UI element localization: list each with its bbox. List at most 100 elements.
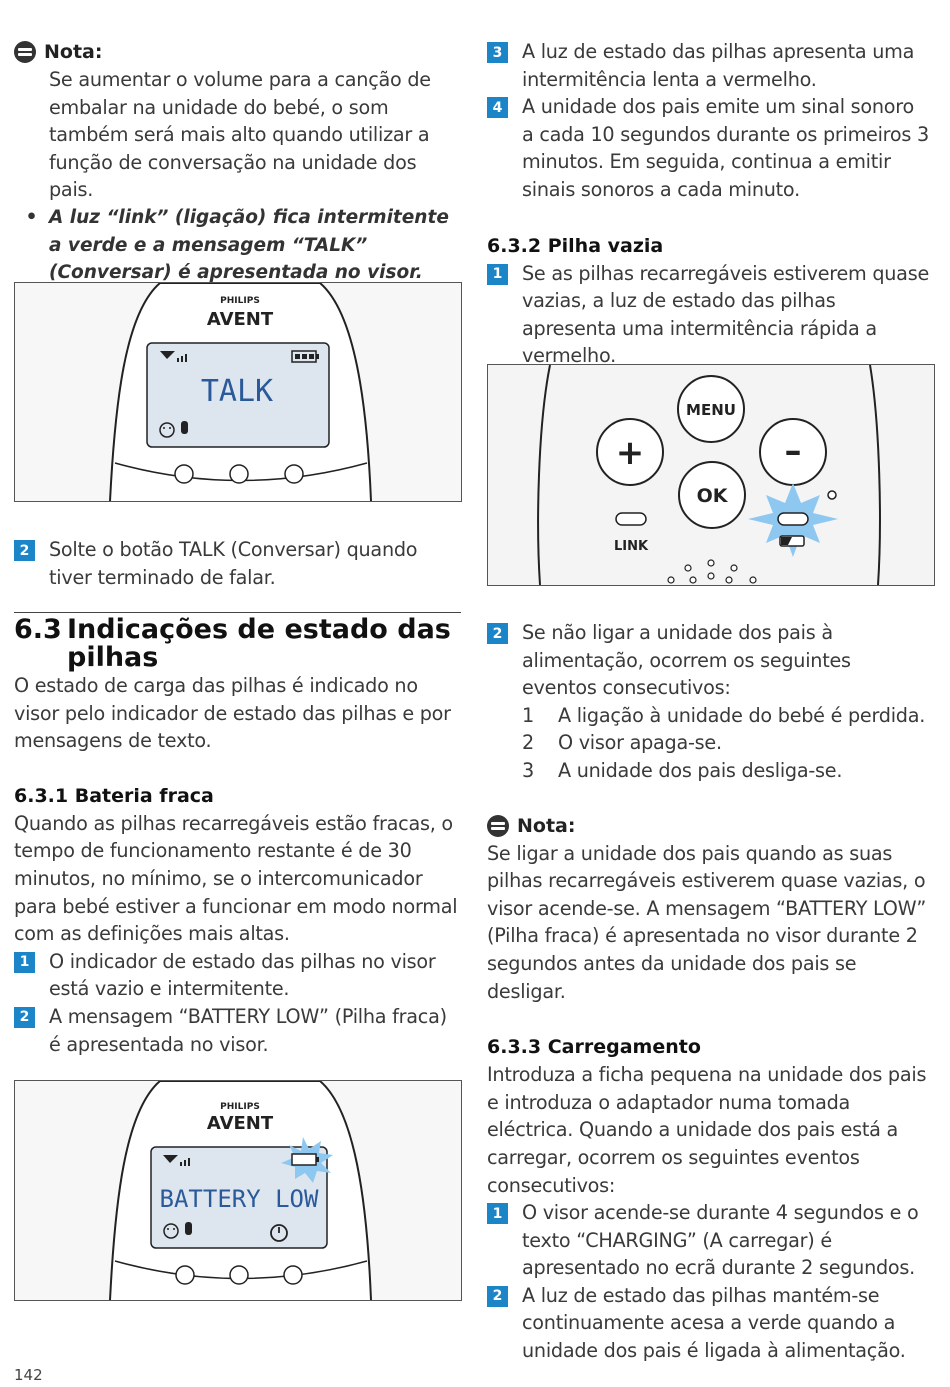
note-heading: Nota:: [14, 38, 461, 66]
parent-unit-illustration-2: PHILIPS AVENT BATTERY LOW: [109, 1081, 372, 1300]
battery-low-step-1: 1 O indicador de estado das pilhas no vi…: [14, 948, 461, 1003]
minus-button-label: –: [785, 431, 802, 471]
button-left: [175, 1265, 195, 1285]
note-bullet: • A luz “link” (ligação) fica intermiten…: [14, 204, 461, 287]
step-text: A mensagem “BATTERY LOW” (Pilha fraca) é…: [49, 1004, 447, 1056]
step-number: 3: [487, 42, 508, 63]
charging-step-1: 1 O visor acende-se durante 4 segundos e…: [487, 1199, 931, 1282]
note-text: Se aumentar o volume para a canção de em…: [49, 68, 431, 202]
left-column: Nota: Se aumentar o volume para a canção…: [14, 38, 461, 287]
step-number: 2: [487, 623, 508, 644]
talk-mic-icon: [159, 421, 188, 438]
figure-control-panel: MENU + – OK LINK: [487, 364, 935, 586]
step-text: O indicador de estado das pilhas no viso…: [49, 949, 436, 1001]
subsection-heading-battery-empty: 6.3.2 Pilha vazia: [487, 234, 664, 257]
step-number: 1: [487, 263, 508, 285]
section-rule: [14, 612, 461, 613]
step-text: O visor acende-se durante 4 segundos e o…: [522, 1201, 919, 1280]
battery-empty-step-1: 1 Se as pilhas recarregáveis estiverem q…: [487, 260, 931, 370]
timer-icon: [270, 1224, 288, 1242]
button-left: [174, 464, 194, 484]
note-title: Nota:: [44, 41, 103, 63]
event-text: O visor apaga-se.: [558, 731, 722, 755]
step-text: Se as pilhas recarregáveis estiverem qua…: [522, 261, 929, 368]
battery-low-step-3: 3 A luz de estado das pilhas apresenta u…: [487, 38, 931, 93]
subsection-heading-battery-low: 6.3.1 Bateria fraca: [14, 784, 214, 807]
ok-button-label: OK: [697, 485, 729, 507]
talk-mic-icon: [163, 1222, 192, 1239]
brand-logo: AVENT: [207, 309, 274, 330]
event-text: A ligação à unidade do bebé é perdida.: [558, 703, 926, 727]
plus-button-shape: [596, 418, 664, 486]
brand-logo: AVENT: [207, 1113, 274, 1134]
step-number: 2: [14, 1006, 35, 1028]
link-label: LINK: [614, 539, 649, 554]
event-number: 1: [522, 703, 534, 727]
note-icon: [14, 41, 36, 63]
battery-low-text: Quando as pilhas recarregáveis estão fra…: [14, 811, 458, 946]
right-column-lower: 2 Se não ligar a unidade dos pais à alim…: [487, 619, 931, 1365]
note-text-2: Se ligar a unidade dos pais quando as su…: [487, 841, 927, 1003]
charging-step-2: 2 A luz de estado das pilhas mantém-se c…: [487, 1282, 931, 1365]
signal-icon: [160, 351, 187, 362]
battery-status-icon: [779, 535, 805, 547]
step-text: Solte o botão TALK (Conversar) quando ti…: [49, 538, 418, 589]
figure-talk-display: PHILIPS AVENT TALK: [14, 282, 462, 502]
lcd-screen: [150, 1146, 328, 1249]
step-number: 2: [14, 540, 35, 561]
event-number: 3: [522, 758, 534, 782]
button-right: [284, 464, 304, 484]
section-intro: O estado de carga das pilhas é indicado …: [14, 674, 451, 753]
battery-empty-icon: [291, 1153, 319, 1166]
indicator-dot-icon: [827, 490, 837, 500]
button-right: [283, 1265, 303, 1285]
lcd-screen: [146, 342, 330, 448]
plus-button-label: +: [616, 433, 645, 473]
menu-button-label: MENU: [686, 401, 736, 419]
step-number: 1: [14, 951, 35, 973]
link-light-icon: [615, 512, 647, 526]
step-text: Se não ligar a unidade dos pais à alimen…: [522, 621, 851, 700]
control-panel-illustration: MENU + – OK LINK: [537, 365, 881, 585]
status-light-icon: [777, 512, 809, 526]
note-icon: [487, 814, 509, 837]
step-text: A luz de estado das pilhas mantém-se con…: [522, 1283, 906, 1363]
battery-low-step-2: 2 A mensagem “BATTERY LOW” (Pilha fraca)…: [14, 1003, 461, 1058]
button-center: [229, 464, 249, 484]
signal-icon: [163, 1155, 190, 1166]
speaker-holes-icon: [667, 559, 757, 584]
event-text: A unidade dos pais desliga-se.: [558, 758, 843, 782]
subsection-heading-charging: 6.3.3 Carregamento: [487, 1036, 701, 1059]
ok-button-shape: [678, 461, 746, 529]
section-6-3: 6.3 Indicações de estado das pilhas O es…: [14, 616, 461, 1058]
step-text: A unidade dos pais emite um sinal sonoro…: [522, 95, 929, 201]
battery-full-icon: [291, 350, 319, 363]
brand-small: PHILIPS: [220, 296, 260, 306]
bullet-text: A luz “link” (ligação) fica intermitente…: [49, 206, 449, 284]
section-title: Indicações de estado das pilhas: [67, 614, 451, 673]
step-text: A luz de estado das pilhas apresenta uma…: [522, 40, 915, 91]
button-center: [229, 1265, 249, 1285]
section-heading: 6.3 Indicações de estado das pilhas: [14, 616, 461, 672]
step-number: 4: [487, 97, 508, 119]
lcd-text: TALK: [201, 374, 273, 409]
figure-battery-low-display: PHILIPS AVENT BATTERY LOW: [14, 1080, 462, 1301]
note-heading-2: Nota:: [487, 812, 931, 840]
step-release-talk: 2 Solte o botão TALK (Conversar) quando …: [14, 536, 461, 591]
section-number: 6.3: [14, 614, 62, 645]
menu-button-shape: [677, 375, 745, 443]
step-number: 2: [487, 1285, 508, 1307]
parent-unit-illustration: PHILIPS AVENT TALK: [109, 283, 372, 501]
page-number: 142: [14, 1366, 43, 1384]
left-column-lower: 2 Solte o botão TALK (Conversar) quando …: [14, 536, 461, 591]
event-number: 2: [522, 731, 534, 755]
battery-empty-step-2: 2 Se não ligar a unidade dos pais à alim…: [487, 619, 931, 702]
charging-text: Introduza a ficha pequena na unidade dos…: [487, 1063, 927, 1197]
lcd-text: BATTERY LOW: [160, 1185, 319, 1213]
event-3: 3 A unidade dos pais desliga-se.: [487, 757, 931, 785]
event-2: 2 O visor apaga-se.: [487, 729, 931, 757]
note-title: Nota:: [517, 814, 576, 837]
right-column: 3 A luz de estado das pilhas apresenta u…: [487, 38, 931, 370]
step-number: 1: [487, 1203, 508, 1225]
battery-low-step-4: 4 A unidade dos pais emite um sinal sono…: [487, 93, 931, 203]
